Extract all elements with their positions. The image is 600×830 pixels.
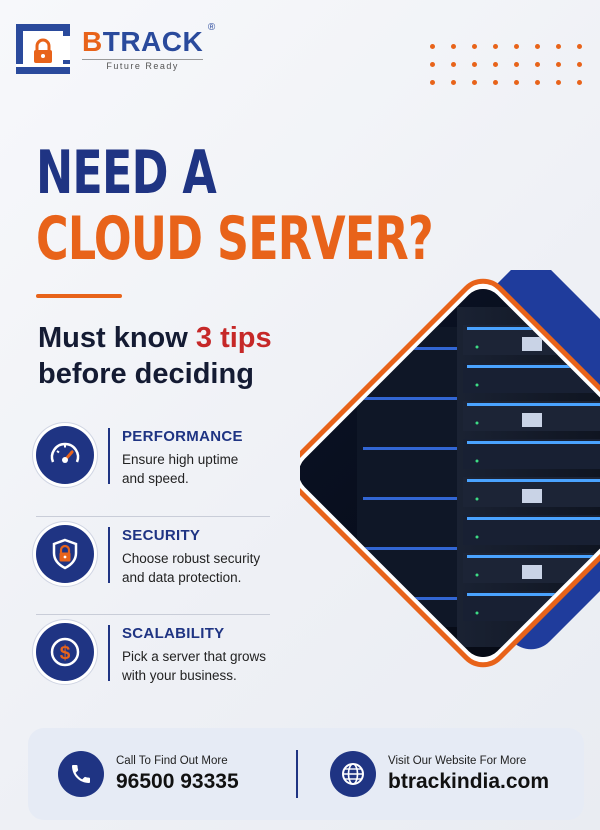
dollar-icon: $ bbox=[36, 623, 94, 681]
headline-line-1: NEED A bbox=[36, 138, 217, 208]
phone-number[interactable]: 96500 93335 bbox=[116, 769, 239, 793]
tip-title: SCALABILITY bbox=[122, 625, 225, 642]
svg-text:$: $ bbox=[60, 643, 71, 664]
headline-line-2: CLOUD SERVER? bbox=[36, 204, 434, 274]
brand-name: BTRACK bbox=[82, 25, 204, 57]
logo-lock-icon bbox=[14, 20, 74, 78]
website-url[interactable]: btrackindia.com bbox=[388, 769, 550, 793]
brand-name-first: B bbox=[82, 25, 103, 57]
phone-label: Call To Find Out More bbox=[116, 754, 228, 767]
globe-icon bbox=[330, 751, 376, 797]
website-contact[interactable]: Visit Our Website For More btrackindia.c… bbox=[298, 728, 549, 820]
subheading-suffix: before deciding bbox=[38, 358, 254, 390]
decorative-dot-grid bbox=[430, 44, 584, 85]
speedometer-icon bbox=[36, 426, 94, 484]
subheading: Must know 3 tips before deciding bbox=[38, 320, 272, 392]
contact-bar: Call To Find Out More 96500 93335 Visit … bbox=[28, 728, 584, 820]
headline-underline bbox=[36, 294, 122, 298]
shield-lock-icon bbox=[36, 525, 94, 583]
tip-title: SECURITY bbox=[122, 527, 201, 544]
server-rack-image-frame bbox=[300, 270, 600, 690]
website-label: Visit Our Website For More bbox=[388, 754, 527, 767]
brand-name-rest: TRACK bbox=[102, 25, 204, 57]
brand-tagline: Future Ready bbox=[82, 58, 204, 71]
phone-contact[interactable]: Call To Find Out More 96500 93335 bbox=[28, 728, 296, 820]
tip-title: PERFORMANCE bbox=[122, 428, 243, 445]
subheading-prefix: Must know bbox=[38, 322, 196, 354]
contact-divider bbox=[296, 750, 298, 798]
brand-logo: BTRACK ® Future Ready bbox=[14, 20, 215, 78]
phone-icon bbox=[58, 751, 104, 797]
subheading-highlight: 3 tips bbox=[195, 322, 272, 354]
headline: NEED A CLOUD SERVER? bbox=[36, 140, 572, 298]
registered-mark: ® bbox=[207, 21, 216, 33]
